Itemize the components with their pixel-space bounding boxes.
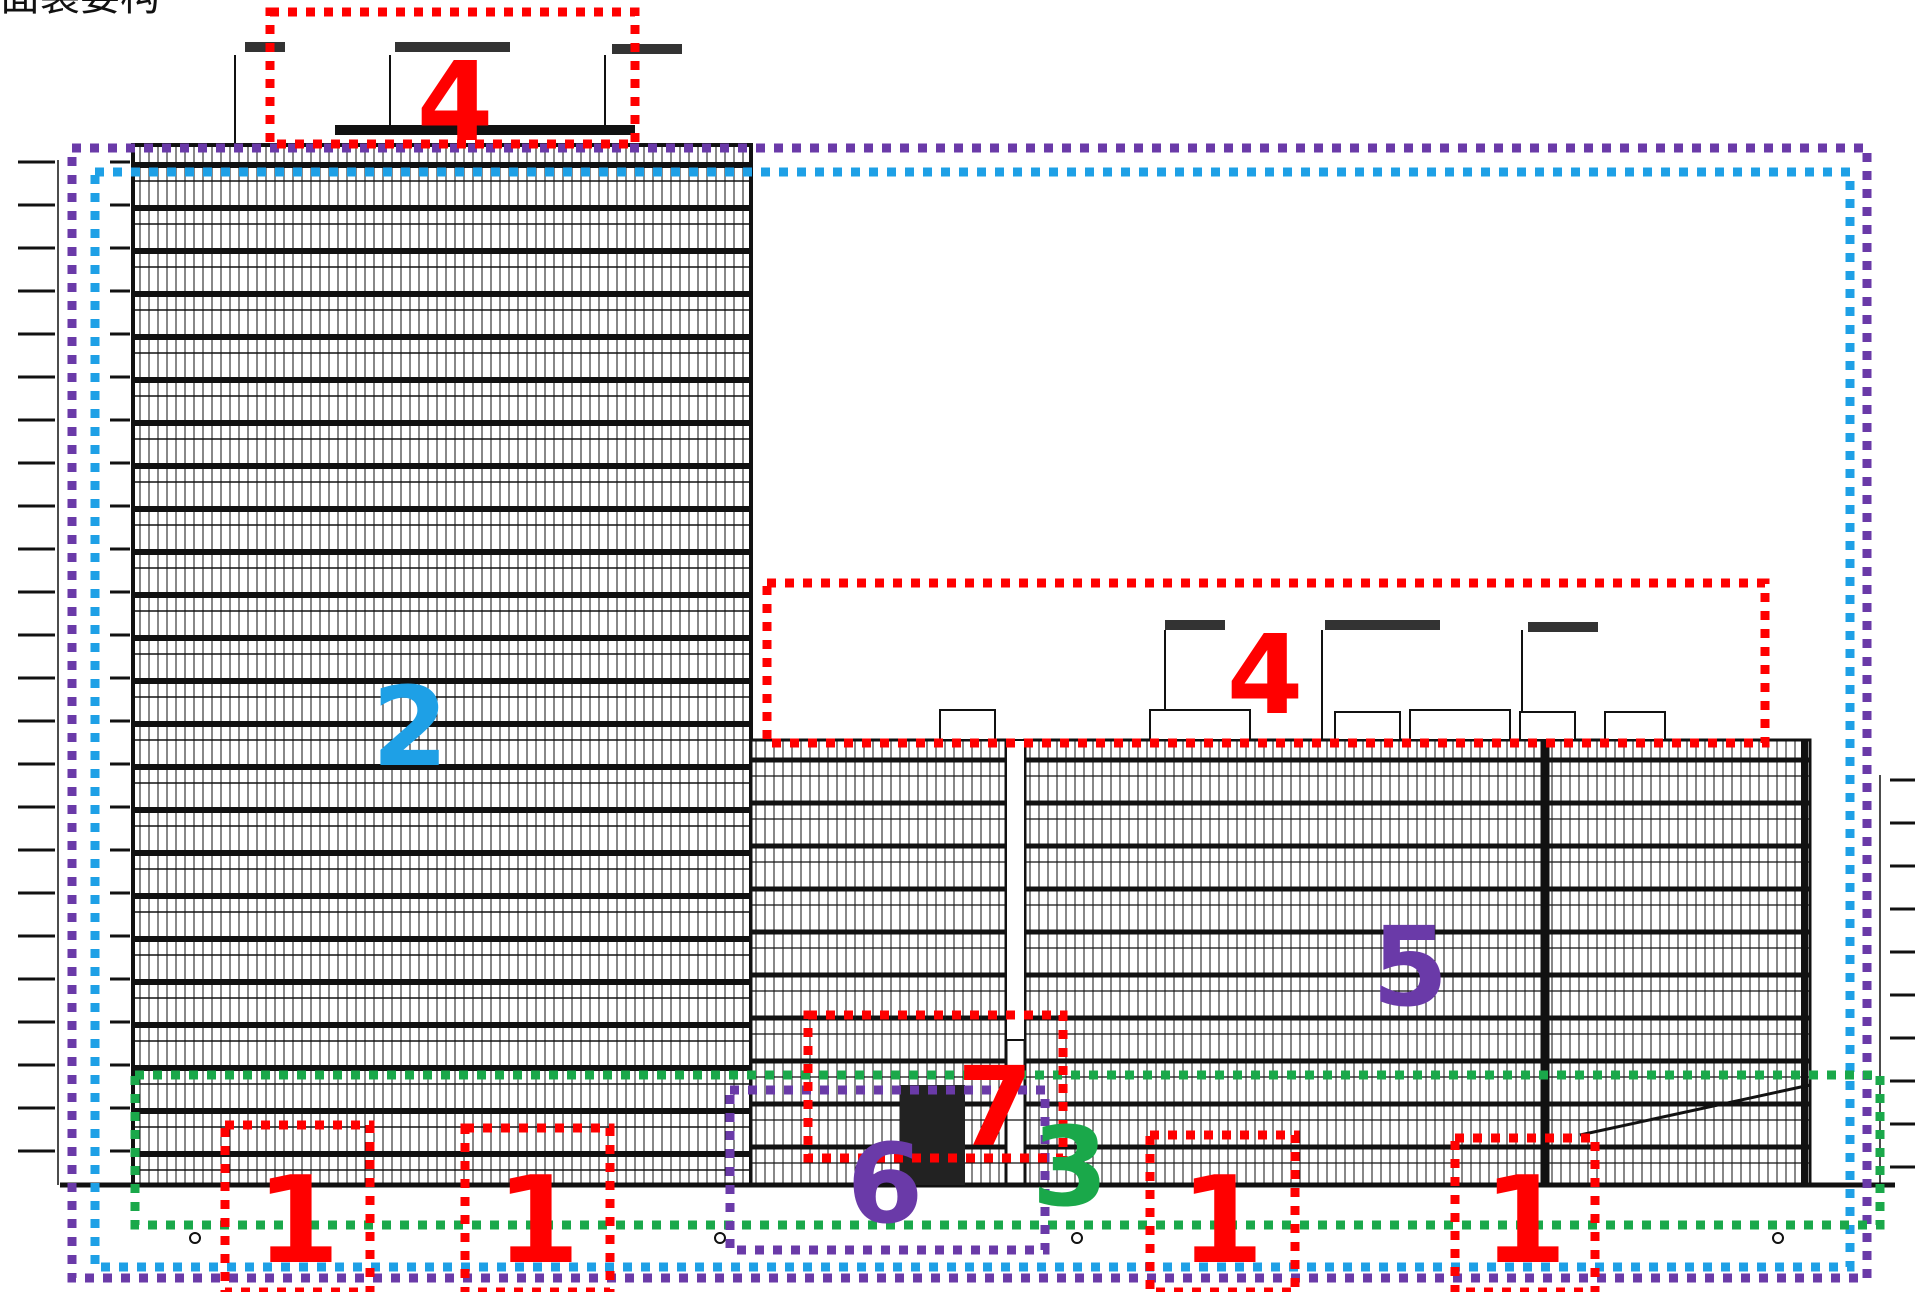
note-block — [395, 42, 510, 52]
podium-rooftop-equipment — [939, 620, 1666, 741]
left-level-markers — [18, 160, 130, 1185]
zone-labels: 1 1 1 1 2 3 4 4 5 6 7 — [256, 38, 1567, 1291]
zone-7-outline — [803, 1010, 1068, 1163]
zone-1-outline-b — [460, 1123, 615, 1292]
zone-label-4-tower: 4 — [417, 38, 494, 166]
zone-4-tower-outline — [265, 7, 640, 149]
zone-4-podium-outline — [762, 578, 1770, 748]
zone-label-1a: 1 — [256, 1152, 340, 1291]
zone-label-3: 3 — [1032, 1103, 1109, 1231]
zone-1-outline-c — [1145, 1130, 1300, 1292]
note-block — [245, 42, 285, 52]
tower-floor-lines — [133, 162, 751, 1171]
zone-label-1d: 1 — [1483, 1152, 1567, 1291]
ramp-line — [1579, 1083, 1811, 1137]
zone-label-4-podium: 4 — [1227, 611, 1304, 739]
zone-label-7: 7 — [957, 1043, 1034, 1171]
header-title-fragment: 面装要构 — [0, 0, 160, 19]
note-block — [612, 44, 682, 54]
axis-markers — [189, 1232, 1784, 1244]
zone-label-5: 5 — [1372, 903, 1449, 1031]
zone-6-outline — [725, 1085, 1050, 1255]
zone-3-outline — [130, 1070, 1885, 1230]
zone-5-outline — [67, 143, 1872, 1283]
podium-gap — [1005, 739, 1026, 1041]
zone-label-6: 6 — [847, 1120, 924, 1248]
tower-rooftop-equipment — [335, 125, 635, 135]
zone-outlines — [67, 7, 1885, 1292]
zone-label-2: 2 — [372, 663, 449, 791]
zone-label-1c: 1 — [1180, 1152, 1264, 1291]
zone-label-1b: 1 — [496, 1152, 580, 1291]
tower-outline — [131, 143, 753, 1187]
zone-1-outline-d — [1450, 1133, 1600, 1292]
zone-1-outline-a — [220, 1120, 375, 1292]
zone-2-outline — [90, 167, 1855, 1272]
tower-mullions — [139, 145, 744, 1185]
right-level-markers — [1879, 775, 1915, 1185]
entrance-stair — [900, 1085, 965, 1185]
building-linework — [18, 42, 1915, 1244]
